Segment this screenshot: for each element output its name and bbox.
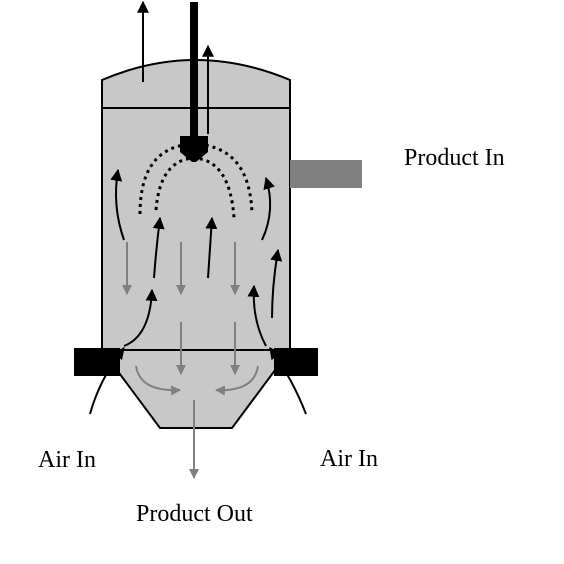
dryer-chamber <box>101 59 291 351</box>
air-arrow <box>270 248 283 319</box>
product-arrow <box>135 365 181 396</box>
air-arrow <box>247 284 267 347</box>
atomizer-nozzle <box>180 136 208 162</box>
air-arrow <box>205 216 218 279</box>
collection-cone <box>100 349 292 429</box>
air-arrow <box>152 216 165 279</box>
air-arrow <box>261 176 275 241</box>
air-inlet-left-block <box>74 348 120 376</box>
spray-pattern-inner <box>154 156 236 219</box>
product-arrow <box>215 365 259 396</box>
air-arrow <box>123 288 158 347</box>
atomizer-shaft <box>190 2 198 140</box>
air-in-right-label: Air In <box>320 446 378 472</box>
product-in-label: Product In <box>404 145 505 171</box>
air-inlet-right-block <box>274 348 318 376</box>
air-arrow <box>89 347 125 415</box>
air-in-left-label: Air In <box>38 447 96 473</box>
product-inlet-pipe <box>290 160 362 188</box>
air-arrow <box>110 168 125 241</box>
air-arrow <box>269 347 307 415</box>
spray-pattern-outer <box>138 142 254 215</box>
product-out-label: Product Out <box>136 501 253 527</box>
